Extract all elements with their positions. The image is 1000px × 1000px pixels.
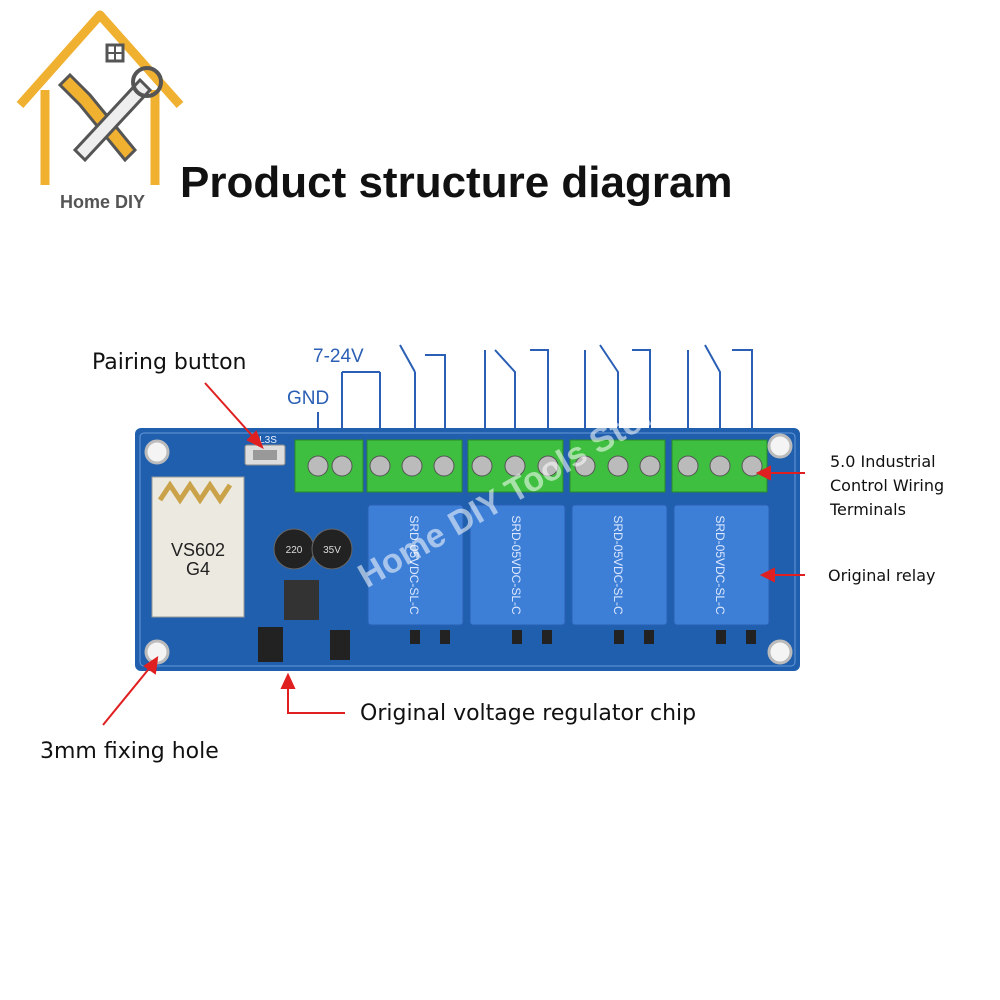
fixing-hole-callout: 3mm fixing hole xyxy=(40,739,219,764)
callout-arrows xyxy=(102,382,805,726)
mounting-holes xyxy=(144,433,793,665)
svg-text:35V: 35V xyxy=(323,545,341,556)
relay-callout: Original relay xyxy=(828,566,936,585)
regulator-callout: Original voltage regulator chip xyxy=(360,701,697,726)
voltage-label: 7-24V xyxy=(313,346,364,367)
smd-components xyxy=(410,630,756,644)
svg-text:SRD-05VDC-SL-C: SRD-05VDC-SL-C xyxy=(509,515,523,615)
capacitors: 220 35V xyxy=(273,528,353,570)
voltage-regulator-chip xyxy=(258,627,283,662)
pairing-button-callout: Pairing button xyxy=(92,350,247,375)
page-title: Product structure diagram xyxy=(180,158,733,207)
svg-text:SRD-05VDC-SL-C: SRD-05VDC-SL-C xyxy=(713,515,727,615)
module-label-2: G4 xyxy=(186,559,210,579)
logo xyxy=(15,10,185,215)
relays: SRD-05VDC-SL-C SRD-05VDC-SL-C SRD-05VDC-… xyxy=(367,504,770,626)
module-label-1: VS602 xyxy=(171,540,225,560)
svg-text:SRD-05VDC-SL-C: SRD-05VDC-SL-C xyxy=(611,515,625,615)
button-silk-label: L3S xyxy=(259,435,277,446)
svg-text:SRD-05VDC-SL-C: SRD-05VDC-SL-C xyxy=(407,515,421,615)
gnd-label: GND xyxy=(287,388,330,409)
terminal-blocks xyxy=(294,439,768,493)
terminals-callout: 5.0 Industrial Control Wiring Terminals xyxy=(830,452,945,519)
logo-brand-text: Home DIY xyxy=(60,192,146,212)
svg-text:220: 220 xyxy=(286,545,303,556)
home-wrench-logo-icon xyxy=(16,10,184,185)
